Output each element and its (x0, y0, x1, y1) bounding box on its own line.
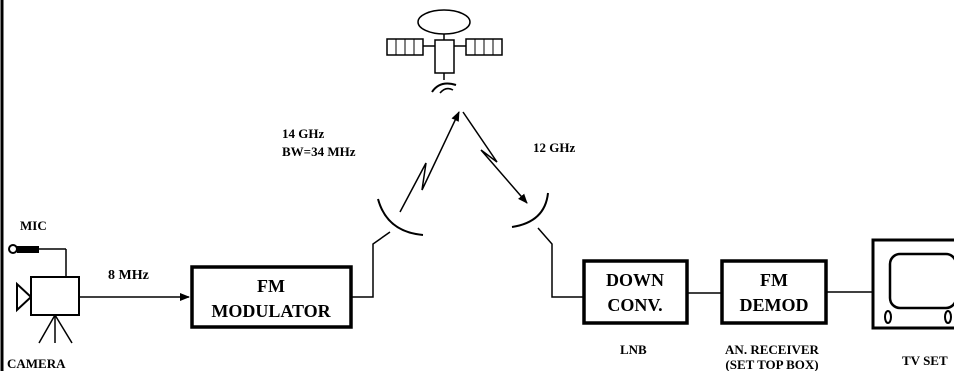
down-converter-line1: DOWN (606, 270, 664, 290)
uplink-feed-line (351, 232, 390, 297)
downlink-frequency-label: 12 GHz (533, 140, 575, 155)
uplink-frequency-label: 14 GHz (282, 126, 324, 141)
satellite-icon (387, 10, 502, 93)
mic-label: MIC (20, 218, 47, 233)
downlink-signal-arrow (463, 112, 527, 203)
fm-modulator-line2: MODULATOR (211, 301, 331, 321)
camera-icon (17, 277, 79, 343)
fm-demodulator-line1: FM (760, 270, 788, 290)
camera-label: CAMERA (7, 356, 66, 371)
fm-modulator-line1: FM (257, 276, 285, 296)
downlink-feed-line (538, 228, 584, 297)
receiver-label-line2: (SET TOP BOX) (725, 357, 818, 371)
uplink-bandwidth-label: BW=34 MHz (282, 144, 356, 159)
uplink-signal-arrow (400, 112, 459, 212)
down-converter-line2: CONV. (607, 295, 662, 315)
tv-set-label: TV SET (902, 353, 948, 368)
downlink-dish-icon (512, 193, 548, 227)
fm-demodulator-line2: DEMOD (740, 295, 809, 315)
microphone-icon (9, 245, 66, 277)
lnb-label: LNB (620, 342, 647, 357)
receiver-label-line1: AN. RECEIVER (725, 342, 820, 357)
tv-set-icon (873, 240, 954, 328)
baseband-bandwidth-label: 8 MHz (108, 268, 149, 283)
uplink-dish-icon (378, 199, 423, 235)
